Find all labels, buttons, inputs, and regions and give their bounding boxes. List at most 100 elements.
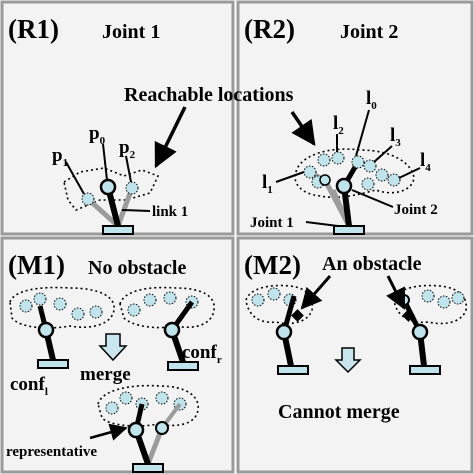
pointer-obstacle-left (300, 275, 332, 310)
reachable-locations-arrow (154, 106, 187, 169)
robot-base (333, 225, 365, 235)
reachable-location (375, 168, 389, 182)
pointer-l3 (373, 145, 393, 163)
pointer-obstacle-right (386, 275, 406, 310)
reachable-location (317, 153, 331, 167)
label-l4: l4 (420, 150, 431, 174)
panel-m1-content: (M1) No obstacle confr merge confl (6, 250, 222, 473)
robot-base (37, 359, 69, 369)
pointer-p0 (102, 143, 108, 181)
joint-2 (335, 177, 353, 195)
pointer-joint-2 (351, 189, 394, 208)
reachable-location (105, 401, 119, 415)
reachable-location (387, 173, 401, 187)
reachable-location (127, 303, 141, 317)
pointer-p1 (65, 161, 85, 195)
reachable-region (63, 167, 160, 211)
reachable-region-left (245, 284, 314, 325)
joint (127, 421, 145, 439)
joint (275, 323, 293, 341)
robot-base (409, 365, 441, 375)
reachable-location (89, 305, 103, 319)
link-candidate (86, 197, 120, 228)
pointer-link-1 (121, 209, 151, 212)
panel-r1 (0, 0, 235, 236)
link-1-label: link 1 (152, 204, 188, 220)
label-l3: l3 (390, 125, 401, 149)
reachable-locations-label: Reachable locations (124, 84, 294, 106)
robot-base (277, 365, 309, 375)
pointer-p2 (125, 155, 132, 183)
joint (155, 421, 169, 435)
joint-2-label: Joint 2 (394, 202, 438, 218)
panel-m1-title: No obstacle (88, 257, 186, 279)
label-p2: p2 (119, 137, 136, 161)
label-p0: p0 (89, 123, 106, 147)
panel-m2-tag: (M2) (244, 250, 301, 280)
reachable-location (33, 292, 47, 306)
reachable-location (163, 291, 177, 305)
robot-base (132, 463, 164, 473)
region-pointer-arrow (290, 111, 316, 147)
panel-r2-content: (R2) Joint 2 l0 l2 l3 l4 (244, 14, 438, 235)
cannot-merge-label: Cannot merge (278, 401, 400, 423)
reachable-location-p1 (81, 192, 95, 206)
reachable-location (361, 177, 375, 191)
panel-r1-title: Joint 1 (102, 21, 160, 43)
panel-r2-tag: (R2) (244, 14, 295, 44)
reachable-location (351, 155, 365, 169)
pointer-joint-1 (305, 221, 339, 227)
panel-m2-title: An obstacle (322, 253, 422, 275)
label-l2: l2 (333, 113, 344, 137)
reachable-location (303, 165, 317, 179)
reachable-location-p2 (125, 181, 139, 195)
joint-previous (319, 174, 331, 186)
joint (411, 323, 429, 341)
merge-arrow-icon (334, 347, 362, 374)
label-l1: l1 (262, 172, 273, 196)
reachable-location (19, 299, 33, 313)
obstacle-diamond-icon (402, 309, 415, 322)
reachable-location (267, 287, 281, 301)
panel-r1-content: (R1) Joint 1 Reachable locations p1 p0 p… (8, 14, 294, 235)
panel-m1-tag: (M1) (8, 250, 65, 280)
pointer-l0 (355, 109, 370, 157)
panel-m2-content: (M2) An obstacle Cannot merge (244, 250, 468, 423)
reachable-location (143, 293, 157, 307)
merge-arrow-icon (98, 333, 128, 362)
joint (37, 321, 55, 339)
link-candidate (115, 187, 135, 227)
reachable-location (331, 151, 345, 165)
reachable-location (451, 291, 465, 305)
reachable-region-right (119, 286, 215, 329)
pointer-l4 (398, 167, 421, 179)
reachable-location (363, 159, 377, 173)
reachable-location (251, 293, 265, 307)
pointer-l1 (275, 171, 305, 183)
joint-1-label: Joint 1 (250, 215, 294, 231)
reachable-location (119, 391, 133, 405)
joint (163, 321, 181, 339)
representative-label: representative (6, 444, 97, 460)
label-l0: l0 (366, 88, 377, 112)
robot-base (167, 361, 199, 371)
conf-l-label: confl (10, 374, 48, 398)
panel-r2-title: Joint 2 (340, 21, 398, 43)
obstacle-diamond-icon (291, 309, 304, 322)
reachable-location (53, 297, 67, 311)
panel-m2 (236, 236, 474, 474)
panel-r1-tag: (R1) (8, 14, 59, 44)
reachable-location (437, 295, 451, 309)
reachable-location (155, 391, 169, 405)
panel-r2 (236, 0, 474, 236)
reachable-location (421, 289, 435, 303)
label-p1: p1 (52, 145, 68, 169)
reachable-location (71, 307, 85, 321)
robot-base (102, 225, 134, 235)
joint-p0 (99, 178, 117, 196)
pointer-representative (89, 423, 128, 441)
conf-r-label: confr (182, 342, 222, 366)
merge-label: merge (80, 364, 131, 385)
reachable-region-right (393, 284, 468, 325)
